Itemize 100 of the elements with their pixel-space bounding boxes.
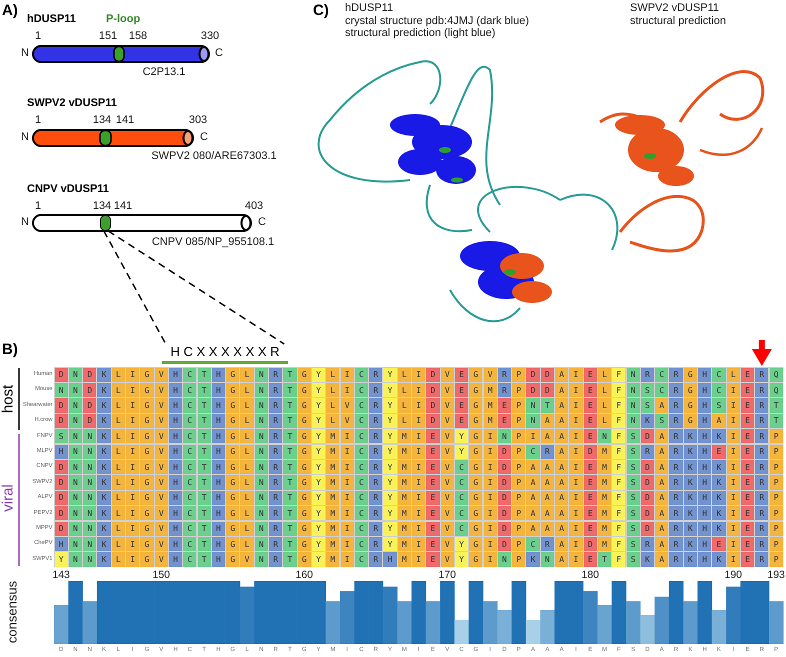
- residue-cell: C: [183, 506, 196, 520]
- residue-cell: I: [412, 382, 426, 398]
- residue-cell: T: [283, 414, 297, 428]
- residue-cell: F: [612, 536, 626, 552]
- residue-cell: M: [598, 475, 612, 490]
- residue-cell: N: [254, 429, 268, 444]
- residue-cell: D: [83, 382, 96, 398]
- position-number: 143: [52, 570, 70, 580]
- residue-cell: I: [340, 506, 354, 520]
- residue-cell: V: [440, 552, 454, 567]
- residue-cell: I: [340, 475, 354, 490]
- residue-cell: I: [726, 398, 740, 413]
- residue-cell: V: [440, 475, 454, 490]
- residue-cell: Y: [383, 460, 397, 474]
- residue-cell: H: [698, 368, 712, 382]
- residue-cell: D: [640, 506, 654, 520]
- residue-cell: A: [555, 536, 568, 552]
- residue-cell: R: [755, 444, 768, 459]
- residue-cell: I: [126, 382, 140, 398]
- residue-cell: C: [454, 475, 468, 490]
- residue-cell: K: [712, 552, 726, 567]
- terminus-label: N: [21, 48, 29, 59]
- residue-cell: L: [240, 429, 254, 444]
- residue-cell: R: [669, 506, 683, 520]
- residue-cell: H: [698, 536, 712, 552]
- residue-cell: R: [369, 490, 382, 506]
- residue-cell: V: [440, 506, 454, 520]
- residue-cell: A: [555, 522, 568, 536]
- residue-cell: K: [712, 522, 726, 536]
- group-label: viral: [0, 484, 16, 512]
- residue-cell: N: [83, 444, 96, 459]
- residue-cell: P: [512, 444, 526, 459]
- residue-cell: C: [183, 398, 196, 413]
- group-label: host: [0, 384, 16, 414]
- residue-cell: A: [555, 398, 568, 413]
- residue-cell: H: [698, 382, 712, 398]
- residue-cell: E: [740, 552, 754, 567]
- residue-cell: D: [498, 475, 512, 490]
- residue-cell: P: [512, 414, 526, 428]
- residue-cell: F: [612, 382, 626, 398]
- residue-cell: C: [183, 552, 196, 567]
- residue-cell: S: [626, 506, 640, 520]
- residue-cell: I: [726, 429, 740, 444]
- residue-cell: Y: [312, 398, 326, 413]
- residue-cell: H: [698, 444, 712, 459]
- residue-cell: H: [168, 475, 182, 490]
- residue-cell: R: [369, 506, 382, 520]
- residue-cell: G: [140, 552, 154, 567]
- residue-cell: E: [426, 490, 440, 506]
- p-loop-segment: [100, 215, 111, 231]
- residue-cell: G: [684, 398, 697, 413]
- residue-cell: R: [369, 522, 382, 536]
- residue-cell: V: [154, 398, 168, 413]
- residue-cell: D: [83, 368, 96, 382]
- residue-cell: M: [326, 460, 340, 474]
- residue-cell: N: [83, 429, 96, 444]
- residue-cell: R: [669, 429, 683, 444]
- residue-cell: L: [598, 398, 612, 413]
- residue-cell: V: [154, 429, 168, 444]
- residue-cell: H: [168, 552, 182, 567]
- residue-cell: G: [226, 444, 240, 459]
- residue-cell: E: [426, 522, 440, 536]
- residue-cell: H: [212, 429, 226, 444]
- residue-cell: C: [183, 522, 196, 536]
- residue-cell: A: [555, 368, 568, 382]
- residue-cell: M: [326, 522, 340, 536]
- residue-cell: L: [240, 506, 254, 520]
- accession-label: C2P13.1: [142, 67, 186, 78]
- residue-cell: I: [126, 429, 140, 444]
- residue-cell: M: [398, 506, 411, 520]
- residue-cell: I: [569, 414, 583, 428]
- residue-cell: M: [598, 506, 612, 520]
- residue-cell: L: [240, 536, 254, 552]
- residue-cell: C: [183, 475, 196, 490]
- residue-cell: T: [283, 368, 297, 382]
- residue-cell: Y: [312, 429, 326, 444]
- residue-cell: C: [183, 368, 196, 382]
- residue-cell: T: [283, 536, 297, 552]
- accession-label: CNPV 085/NP_955108.1: [152, 237, 274, 248]
- residue-cell: I: [412, 368, 426, 382]
- position-number: 303: [188, 115, 208, 126]
- residue-cell: D: [498, 506, 512, 520]
- panel-label: A): [2, 3, 18, 18]
- residue-cell: R: [269, 522, 282, 536]
- residue-cell: R: [369, 368, 382, 382]
- residue-cell: I: [126, 536, 140, 552]
- residue-cell: R: [755, 368, 768, 382]
- residue-cell: H: [212, 475, 226, 490]
- residue-cell: N: [83, 506, 96, 520]
- residue-cell: A: [555, 552, 568, 567]
- residue-cell: G: [140, 460, 154, 474]
- residue-cell: I: [126, 552, 140, 567]
- structure-caption: SWPV2 vDUSP11: [630, 3, 720, 14]
- residue-cell: L: [112, 398, 125, 413]
- residue-cell: H: [698, 460, 712, 474]
- position-number: 1: [34, 201, 42, 212]
- residue-cell: E: [584, 475, 597, 490]
- residue-cell: Y: [383, 506, 397, 520]
- residue-cell: K: [684, 475, 697, 490]
- residue-cell: R: [669, 552, 683, 567]
